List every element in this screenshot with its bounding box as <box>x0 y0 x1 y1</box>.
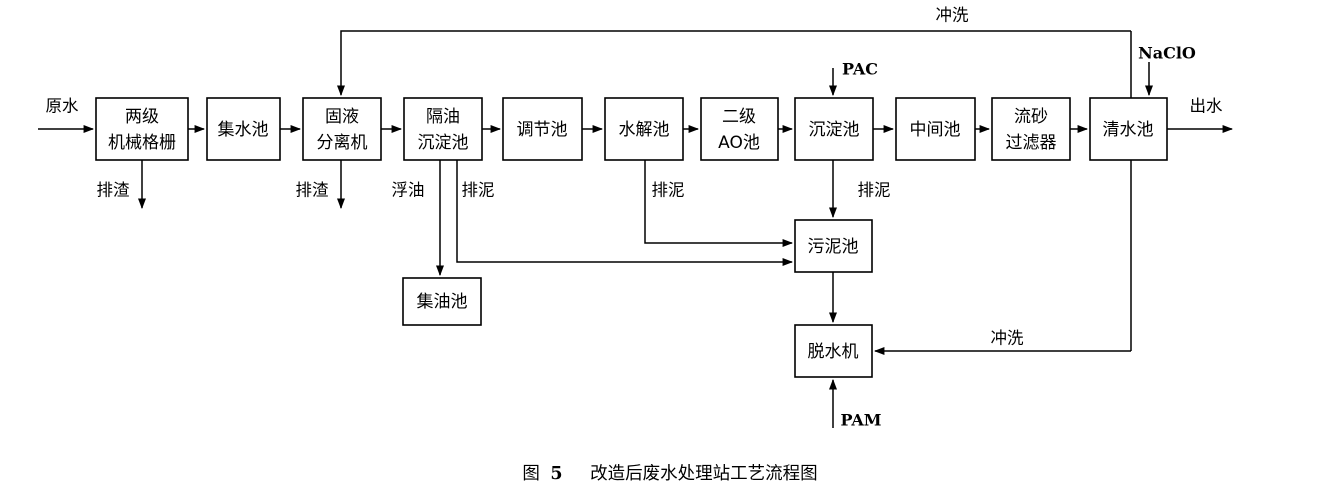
caption-prefix: 图 <box>522 464 540 484</box>
node-regulate[interactable]: 调节池 <box>502 97 583 161</box>
caption-line: 图 5 改造后废水处理站工艺流程图 <box>522 464 817 485</box>
node-dewater-label-1: 脱水机 <box>808 342 859 362</box>
node-cleanwater-label-1: 清水池 <box>1103 120 1154 140</box>
node-grid-label-1: 两级 <box>125 107 159 127</box>
node-settle[interactable]: 沉淀池 <box>794 97 874 161</box>
edge-oilsep-sludge-to-sludgepool <box>456 160 794 266</box>
node-hydrolysis-label-1: 水解池 <box>619 120 670 140</box>
label-float-oil: 浮油 <box>392 181 425 200</box>
label-pac-dose: PAC <box>842 60 878 79</box>
edge-hydro-sludge-to-sludgepool <box>644 160 794 247</box>
edge-label-layer: 原水 出水 排渣 排渣 浮油 排泥 排泥 排泥 PAC NaClO PAM 冲洗… <box>46 6 1224 430</box>
node-oilpool-label-1: 集油池 <box>417 292 468 312</box>
label-outlet: 出水 <box>1190 97 1224 116</box>
node-sandfilter-label-1: 流砂 <box>1014 107 1048 127</box>
node-oil-sep[interactable]: 隔油 沉淀池 <box>403 97 483 161</box>
node-grid-label-2: 机械格栅 <box>108 133 176 153</box>
node-collect[interactable]: 集水池 <box>206 97 281 161</box>
node-hydrolysis[interactable]: 水解池 <box>604 97 684 161</box>
label-pam-dose: PAM <box>841 411 882 430</box>
caption-title: 改造后废水处理站工艺流程图 <box>590 464 818 484</box>
node-oilpool[interactable]: 集油池 <box>402 277 482 326</box>
node-ao-label-1: 二级 <box>722 107 756 127</box>
label-hydro-sludge: 排泥 <box>652 181 685 200</box>
node-collect-label-1: 集水池 <box>218 120 269 140</box>
label-settle-sludge: 排泥 <box>858 181 891 200</box>
node-middle-label-1: 中间池 <box>910 120 961 140</box>
figure-caption: 图 5 改造后废水处理站工艺流程图 <box>522 464 817 485</box>
label-sep-waste: 排渣 <box>296 181 330 200</box>
edge-flush-top-clean-to-separator <box>337 30 1131 97</box>
node-sludgepool[interactable]: 污泥池 <box>794 219 873 273</box>
label-oilsep-sludge: 排泥 <box>462 181 495 200</box>
node-separator-label-1: 固液 <box>325 107 359 127</box>
node-layer: 两级 机械格栅 集水池 固液 分离机 隔油 沉淀池 调节池 <box>95 97 1168 378</box>
node-middle[interactable]: 中间池 <box>895 97 976 161</box>
node-ao-label-2: AO池 <box>718 133 760 153</box>
label-flush-top: 冲洗 <box>936 6 970 25</box>
node-sandfilter[interactable]: 流砂 过滤器 <box>991 97 1071 161</box>
label-flush-bottom: 冲洗 <box>991 329 1025 348</box>
node-dewater[interactable]: 脱水机 <box>794 324 873 378</box>
node-cleanwater[interactable]: 清水池 <box>1089 97 1168 161</box>
node-ao[interactable]: 二级 AO池 <box>700 97 779 161</box>
node-sludgepool-label-1: 污泥池 <box>808 237 859 257</box>
node-oil-sep-label-1: 隔油 <box>426 107 460 127</box>
node-regulate-label-1: 调节池 <box>517 120 568 140</box>
label-inlet: 原水 <box>46 97 80 116</box>
node-oil-sep-label-2: 沉淀池 <box>418 133 469 153</box>
node-separator[interactable]: 固液 分离机 <box>302 97 382 161</box>
node-grid[interactable]: 两级 机械格栅 <box>95 97 189 161</box>
caption-number: 5 <box>550 464 562 484</box>
node-separator-label-2: 分离机 <box>317 133 368 153</box>
label-naclo-dose: NaClO <box>1138 44 1196 63</box>
node-settle-label-1: 沉淀池 <box>809 120 860 140</box>
label-grid-waste: 排渣 <box>97 181 131 200</box>
connector-layer <box>38 30 1234 428</box>
node-sandfilter-label-2: 过滤器 <box>1006 133 1057 153</box>
